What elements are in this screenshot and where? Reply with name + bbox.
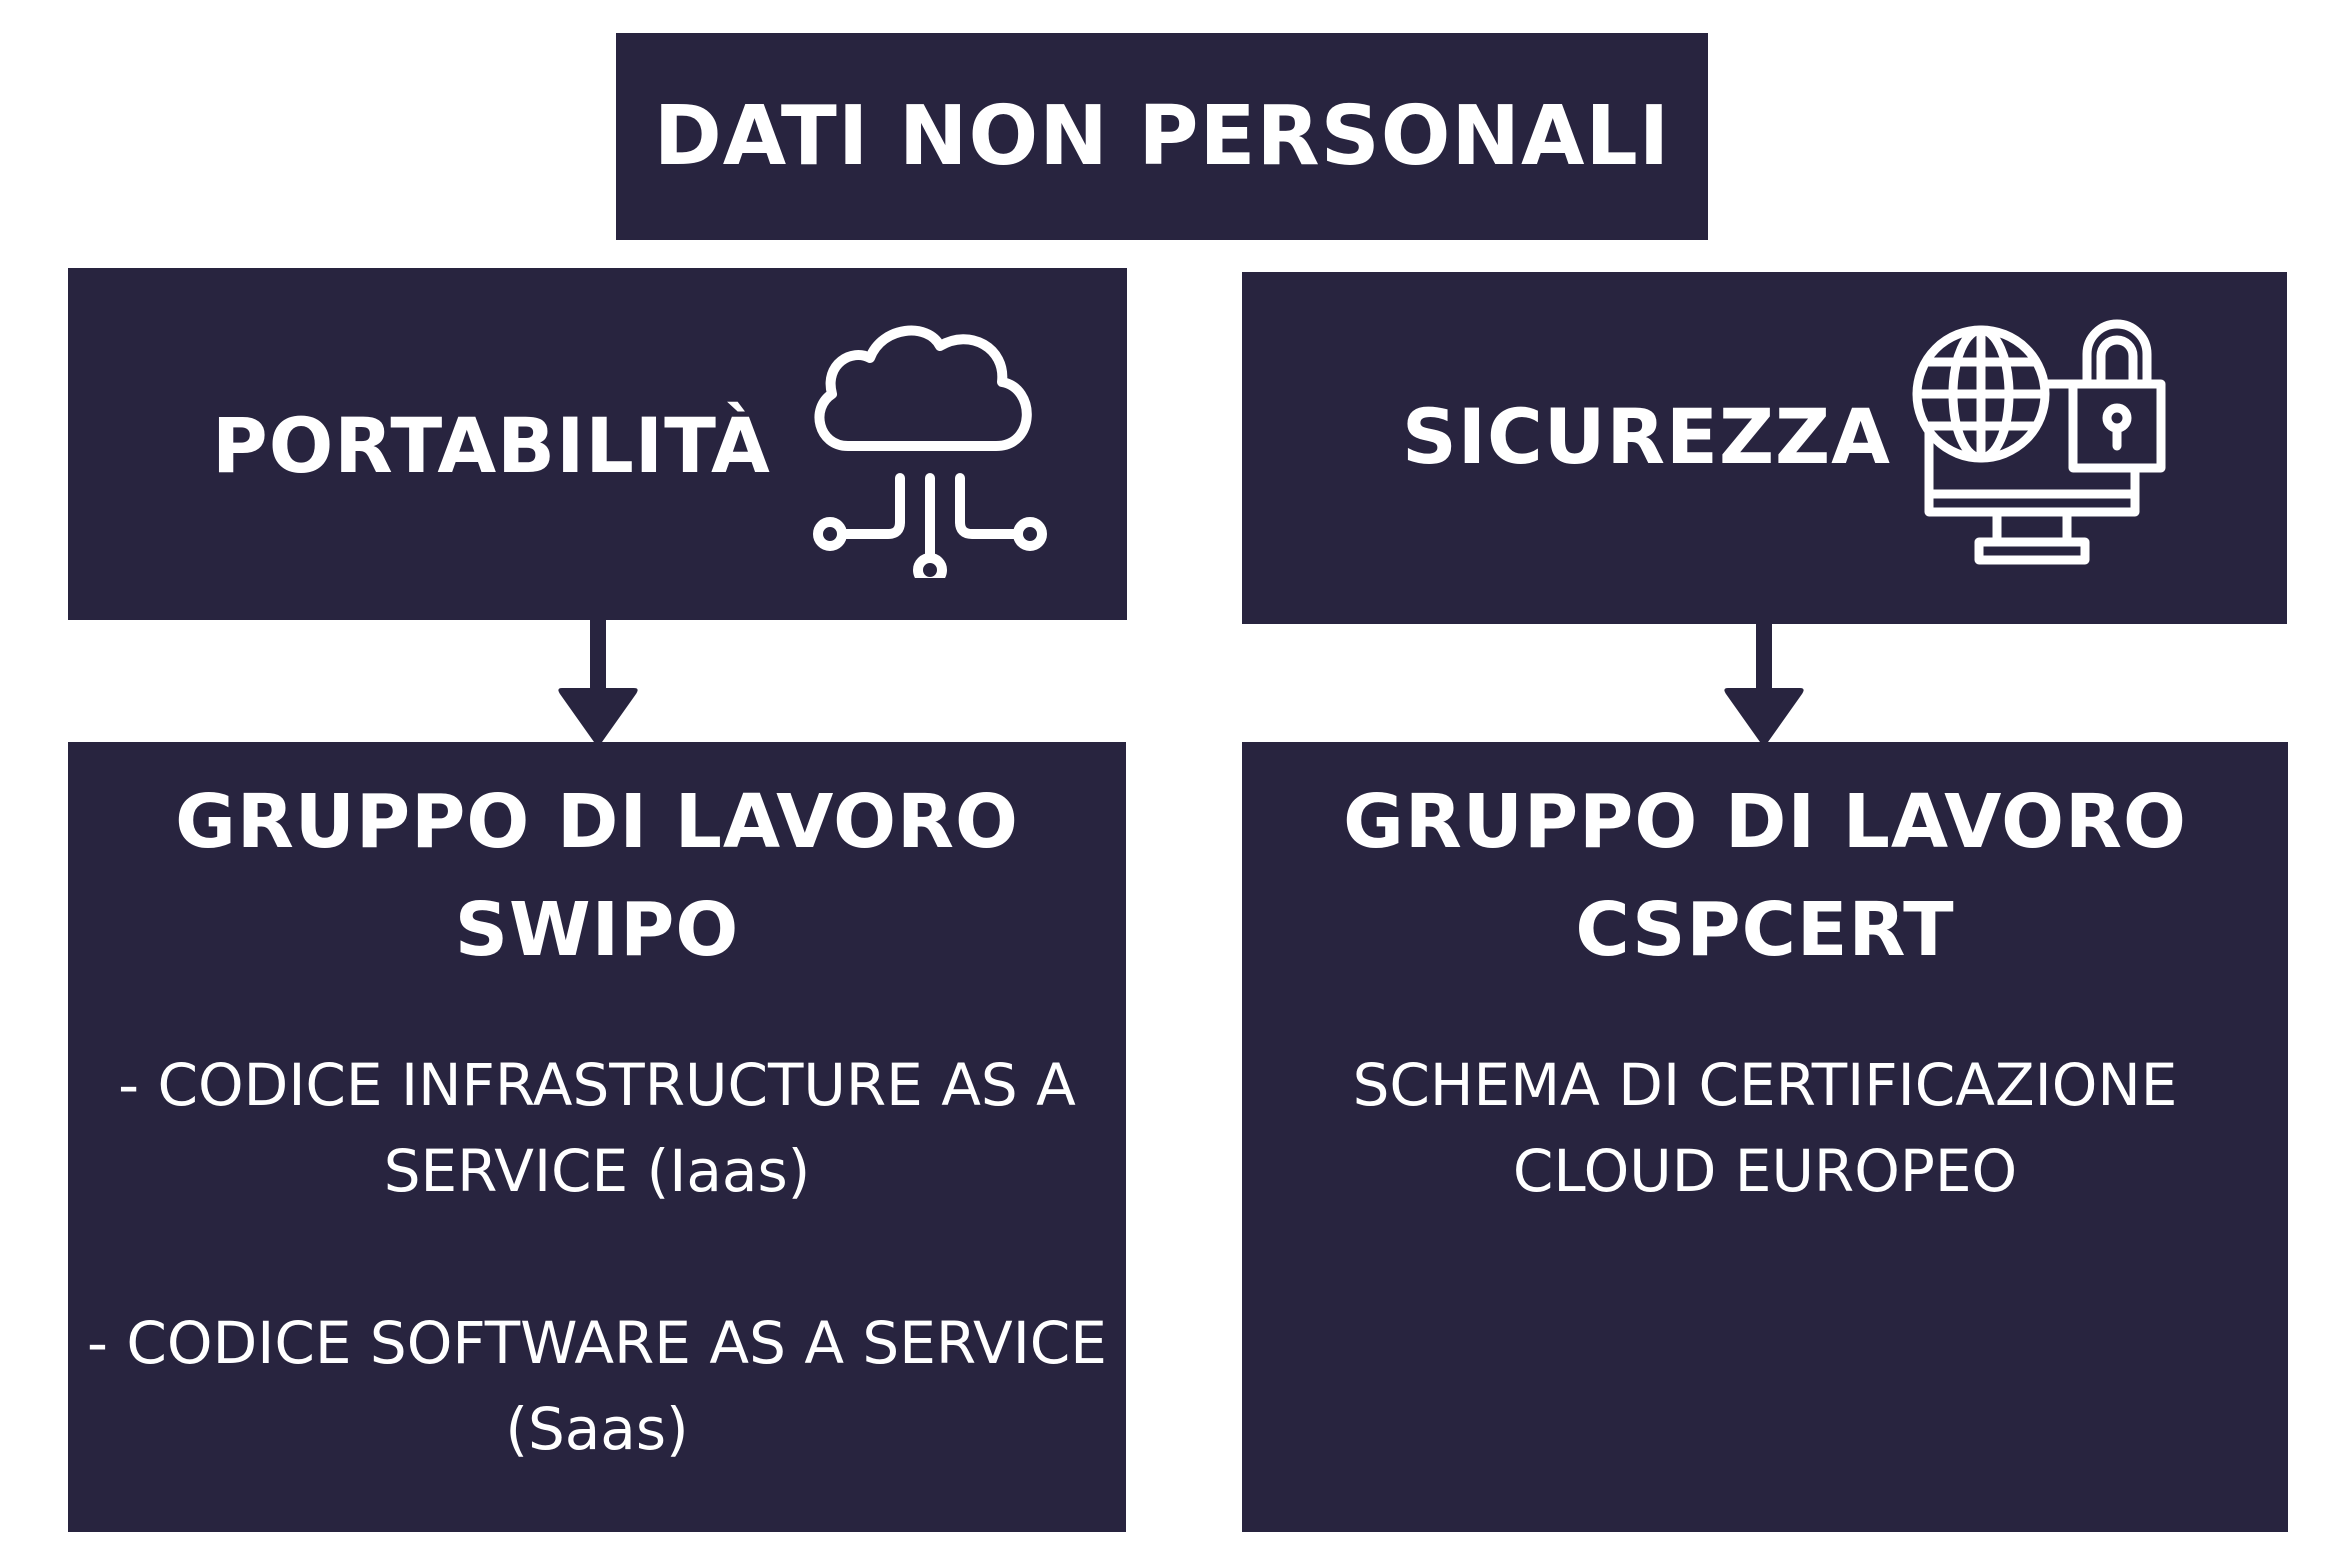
portability-down-arrow — [558, 618, 638, 744]
saas-code-item: - CODICE SOFTWARE AS A SERVICE (Saas) — [68, 1300, 1126, 1472]
diagram-title: DATI NON PERSONALI — [653, 89, 1671, 184]
iaas-line2: SERVICE (Iaas) — [383, 1137, 811, 1205]
security-down-arrow — [1724, 622, 1804, 744]
cspcert-group-title: GRUPPO DI LAVORO CSPCERT — [1242, 768, 2288, 984]
scheme-line1: SCHEMA DI CERTIFICAZIONE — [1352, 1051, 2178, 1119]
security-label: SICUREZZA — [1402, 392, 1891, 481]
swipo-title-line2: SWIPO — [454, 887, 740, 973]
scheme-line2: CLOUD EUROPEO — [1512, 1137, 2018, 1205]
cloud-circuit-icon — [813, 325, 1047, 578]
title-box: DATI NON PERSONALI — [616, 33, 1708, 240]
swipo-group-title: GRUPPO DI LAVORO SWIPO — [68, 768, 1126, 984]
portability-label: PORTABILITÀ — [212, 401, 771, 490]
saas-line2: (Saas) — [505, 1395, 689, 1463]
portability-header-box: PORTABILITÀ — [68, 268, 1127, 620]
iaas-line1: - CODICE INFRASTRUCTURE AS A — [118, 1051, 1076, 1119]
cspcert-title-line2: CSPCERT — [1575, 887, 1955, 973]
swipo-title-line1: GRUPPO DI LAVORO — [175, 779, 1019, 865]
certification-scheme-text: SCHEMA DI CERTIFICAZIONE CLOUD EUROPEO — [1242, 1042, 2288, 1214]
cspcert-group-box: GRUPPO DI LAVORO CSPCERT SCHEMA DI CERTI… — [1242, 742, 2288, 1532]
security-header-box: SICUREZZA — [1242, 272, 2287, 624]
saas-line1: - CODICE SOFTWARE AS A SERVICE — [87, 1309, 1107, 1377]
globe-monitor-lock-icon — [1912, 319, 2166, 565]
swipo-group-box: GRUPPO DI LAVORO SWIPO - CODICE INFRASTR… — [68, 742, 1126, 1532]
iaas-code-item: - CODICE INFRASTRUCTURE AS A SERVICE (Ia… — [68, 1042, 1126, 1214]
cspcert-title-line1: GRUPPO DI LAVORO — [1343, 779, 2187, 865]
